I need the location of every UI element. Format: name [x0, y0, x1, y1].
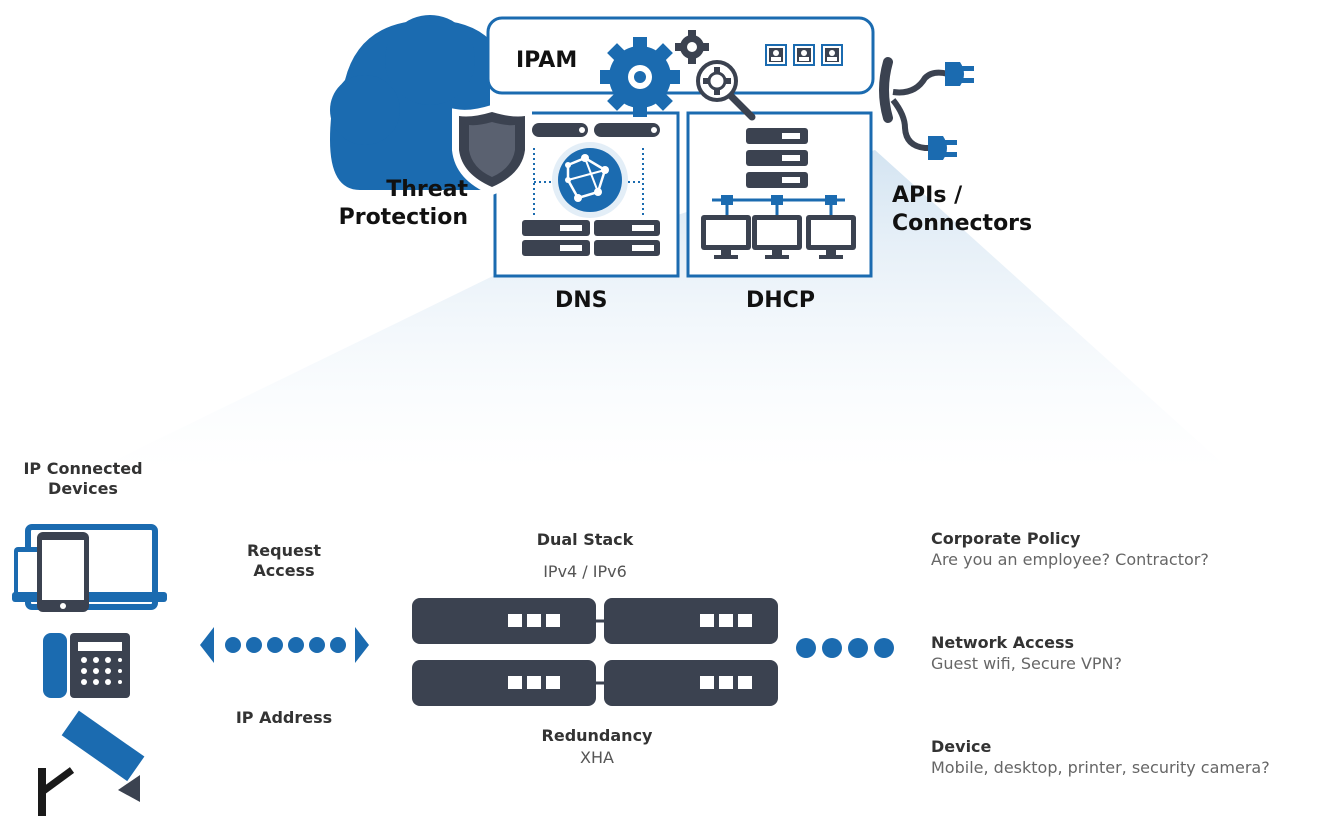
magnifier-icon	[696, 60, 756, 121]
dhcp-server-icon	[712, 128, 845, 215]
ipam-label: IPAM	[516, 48, 578, 73]
gear-icon	[600, 37, 680, 117]
policy-item-device: Device Mobile, desktop, printer, securit…	[931, 737, 1270, 777]
small-gear-icon	[675, 30, 709, 64]
threat-protection-label: Threat Protection	[338, 177, 468, 230]
apis-connectors-label: APIs / Connectors	[892, 183, 1033, 236]
monitors-icon	[701, 215, 856, 259]
shield-icon	[452, 104, 532, 196]
connection-dots	[796, 638, 894, 658]
dhcp-label: DHCP	[746, 288, 815, 313]
globe-icon	[552, 142, 628, 218]
appliance-servers-icon	[412, 598, 778, 706]
policy-item-corporate: Corporate Policy Are you an employee? Co…	[931, 529, 1209, 569]
user-icons	[765, 44, 843, 66]
plug-icon	[879, 57, 974, 160]
laptop-tablet-phone-icon	[12, 524, 167, 612]
request-access-label: Request Access	[246, 541, 322, 580]
policy-list: Corporate Policy Are you an employee? Co…	[931, 529, 1331, 778]
dns-label: DNS	[555, 288, 608, 313]
desk-phone-icon	[43, 633, 130, 698]
ipam-panel	[486, 16, 875, 95]
cloud-icon	[330, 15, 490, 190]
security-camera-icon	[38, 707, 148, 816]
ip-address-label: IP Address	[235, 708, 333, 727]
redundancy-title: Redundancy	[541, 726, 653, 745]
ip-connected-devices-label: IP Connected Devices	[23, 459, 143, 498]
dual-stack-sub: IPv4 / IPv6	[543, 562, 627, 581]
dual-stack-title: Dual Stack	[536, 530, 634, 549]
dns-servers-icon	[522, 123, 660, 256]
bidirectional-arrow-icon	[200, 627, 369, 663]
policy-item-network: Network Access Guest wifi, Secure VPN?	[931, 633, 1123, 673]
light-beam	[95, 150, 1230, 470]
redundancy-sub: XHA	[580, 748, 614, 767]
